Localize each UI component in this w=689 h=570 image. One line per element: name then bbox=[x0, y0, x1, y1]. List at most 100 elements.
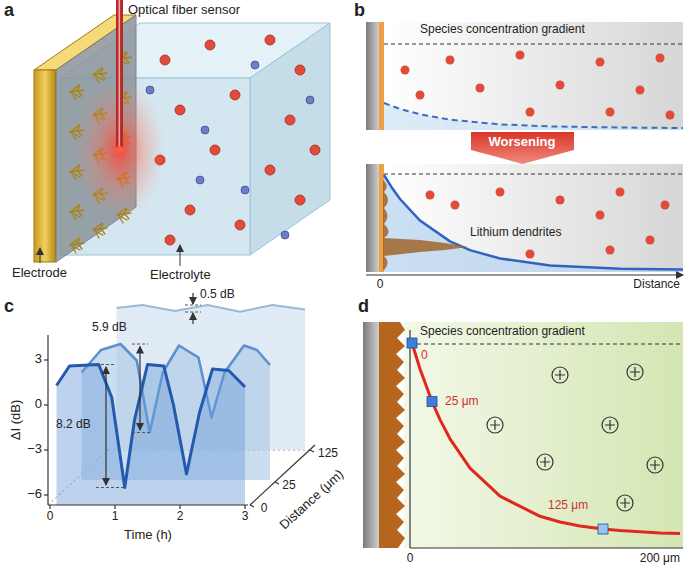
gradient-panel-top bbox=[516, 51, 525, 60]
layer-plot bbox=[48, 504, 248, 505]
gradient-panel-top bbox=[656, 54, 665, 63]
annotation-label: 0.5 dB bbox=[200, 288, 235, 302]
gradient-panel-bottom bbox=[426, 191, 435, 200]
layer-plot bbox=[57, 365, 246, 488]
ion-symbol bbox=[251, 61, 259, 69]
gradient-panel-d bbox=[407, 338, 608, 534]
ion-symbol bbox=[241, 186, 249, 194]
axis-tick: −3 bbox=[27, 442, 42, 457]
gradient-panel-bottom bbox=[384, 175, 683, 272]
gradient-panel-bottom bbox=[384, 174, 683, 175]
dendrite-symbol bbox=[70, 85, 84, 100]
optical-fiber bbox=[119, 0, 121, 150]
gradient-panel-top bbox=[636, 86, 645, 95]
arrow-shape bbox=[471, 132, 574, 164]
layer-plot bbox=[310, 450, 314, 452]
gradient-panel-bottom bbox=[596, 211, 605, 220]
part-label: Lithium dendrites bbox=[470, 226, 561, 240]
panel-letter: c bbox=[4, 296, 14, 317]
gradient-panel-top bbox=[379, 22, 384, 130]
gradient-panel-top bbox=[666, 111, 675, 120]
ion-symbol bbox=[165, 235, 175, 245]
panel-letter: d bbox=[358, 296, 369, 317]
gradient-panel-top bbox=[366, 22, 683, 130]
ion-symbol bbox=[175, 105, 185, 115]
axis-title: Distance (μm) bbox=[277, 467, 347, 533]
layer-plot bbox=[179, 505, 180, 509]
gradient-panel-bottom bbox=[606, 246, 615, 255]
gradient-panel-top bbox=[596, 58, 605, 67]
ion-symbol bbox=[160, 55, 170, 65]
distance-label: 25 μm bbox=[445, 395, 479, 409]
dendrite-symbol bbox=[70, 205, 84, 220]
gradient-panel-top bbox=[384, 103, 683, 128]
gradient-panel-top bbox=[606, 108, 615, 117]
optical-fiber bbox=[116, 146, 124, 154]
arrow-text: Worsening bbox=[471, 132, 574, 149]
ion-symbol bbox=[265, 165, 275, 175]
axis-tick: 0 bbox=[407, 552, 414, 566]
ion-symbol bbox=[155, 35, 320, 245]
gradient-panel-d bbox=[487, 364, 663, 511]
layer-plot bbox=[44, 293, 315, 509]
axis-title: Distance bbox=[633, 278, 680, 292]
layer-plot bbox=[96, 487, 126, 488]
layer-plot bbox=[250, 505, 254, 507]
ion-symbol bbox=[265, 35, 275, 45]
gradient-panel-top bbox=[384, 44, 683, 45]
ion-symbol bbox=[205, 40, 215, 50]
gradient-panel-top bbox=[416, 91, 425, 100]
layer-plot bbox=[44, 335, 315, 509]
gradient-panel-d bbox=[407, 338, 417, 348]
distance-label: 125 μm bbox=[548, 499, 588, 513]
gradient-panel-top bbox=[401, 51, 675, 120]
gradient-panel-bottom bbox=[366, 274, 683, 275]
ion-symbol bbox=[285, 115, 295, 125]
axis-tick: 25 bbox=[282, 479, 295, 493]
ion-symbol bbox=[146, 61, 314, 239]
leader-line bbox=[180, 245, 181, 266]
gradient-panel-d bbox=[410, 344, 680, 345]
gradient-panel-d bbox=[412, 343, 680, 534]
ion-symbol bbox=[185, 205, 195, 215]
layer-plot bbox=[192, 293, 193, 304]
annotation-label: 5.9 dB bbox=[92, 321, 127, 335]
gradient-panel-top bbox=[401, 66, 410, 75]
layer-plot bbox=[275, 482, 279, 484]
panel-letter: a bbox=[4, 0, 14, 21]
axis-tick: −6 bbox=[27, 487, 42, 502]
leader-line bbox=[40, 248, 41, 263]
layer-plot bbox=[57, 365, 246, 506]
layer-plot bbox=[244, 505, 245, 509]
axis-title: Time (h) bbox=[124, 528, 172, 543]
part-label: Electrolyte bbox=[150, 268, 211, 283]
gradient-panel-bottom bbox=[384, 164, 683, 272]
distance-label: 0 bbox=[421, 349, 428, 363]
gradient-panel-top bbox=[384, 22, 683, 130]
gradient-panel-top bbox=[366, 22, 379, 130]
gradient-panel-bottom bbox=[451, 201, 460, 210]
gradient-panel-top bbox=[526, 108, 535, 117]
layer-plot bbox=[44, 359, 48, 360]
gradient-panel-bottom bbox=[616, 188, 625, 197]
gradient-panel-bottom bbox=[366, 164, 683, 275]
layer-plot bbox=[44, 404, 48, 405]
layer-plot bbox=[192, 313, 193, 324]
axis-tick: 1 bbox=[112, 510, 119, 524]
ion-symbol bbox=[295, 65, 305, 75]
axis-tick: 0 bbox=[261, 502, 268, 516]
gradient-panel-top bbox=[384, 103, 683, 130]
gradient-panel-d bbox=[598, 524, 608, 534]
gradient-label: Species concentration gradient bbox=[420, 23, 585, 37]
layer-plot bbox=[185, 312, 201, 313]
sensor-label: Optical fiber sensor bbox=[128, 3, 240, 18]
ion-symbol bbox=[210, 145, 220, 155]
gradient-panel-bottom bbox=[384, 175, 683, 270]
ion-symbol bbox=[310, 145, 320, 155]
gradient-panel-d bbox=[409, 330, 410, 548]
optical-fiber bbox=[116, 0, 123, 150]
axis-title: ΔI (dB) bbox=[9, 400, 24, 440]
part-label: Electrode bbox=[12, 266, 67, 281]
layer-plot bbox=[49, 505, 50, 509]
